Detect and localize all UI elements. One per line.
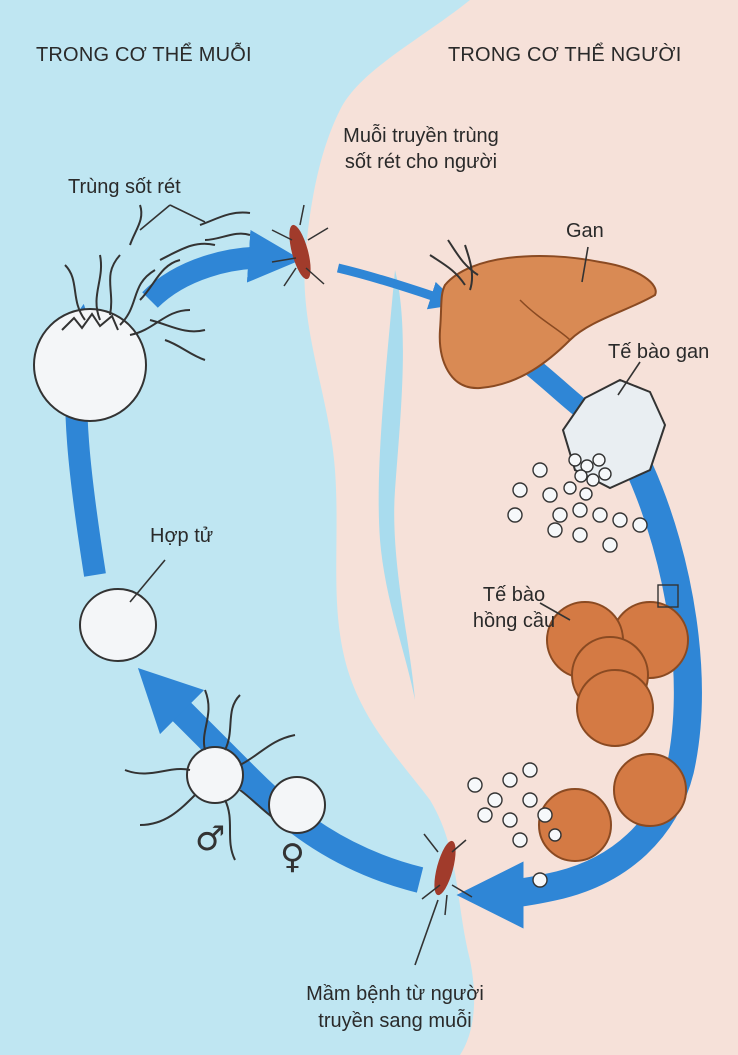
liver-label: Gan <box>566 219 604 243</box>
red-cell-label-line1: Tế bào <box>460 583 568 607</box>
red-cell-label-line2: hồng cầu <box>460 609 568 633</box>
oocyst <box>34 309 146 421</box>
transmit-to-human-line2: sốt rét cho người <box>316 150 526 174</box>
parasite-label: Trùng sốt rét <box>68 175 181 199</box>
female-gamete <box>269 777 325 833</box>
region-human-label: TRONG CƠ THỂ NGƯỜI <box>448 43 682 67</box>
transmit-to-mosquito-line1: Mầm bệnh từ người <box>250 982 540 1006</box>
male-symbol: ♂ <box>195 822 225 856</box>
liver-cell-label: Tế bào gan <box>608 340 709 364</box>
region-mosquito-label: TRONG CƠ THỂ MUỖI <box>36 43 252 67</box>
transmit-to-human-line1: Muỗi truyền trùng <box>316 124 526 148</box>
zygote <box>80 589 156 661</box>
transmit-to-mosquito-line2: truyền sang muỗi <box>250 1009 540 1033</box>
zygote-label: Hợp tử <box>150 524 213 548</box>
female-symbol: ♀ <box>280 840 305 874</box>
